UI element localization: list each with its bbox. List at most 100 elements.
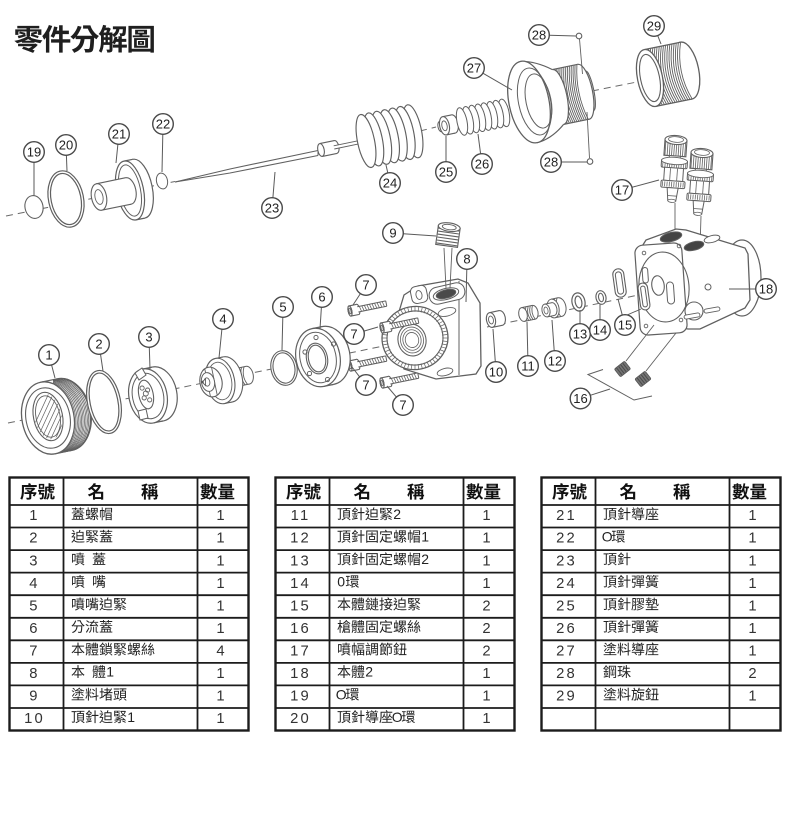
svg-text:1: 1 xyxy=(748,531,756,547)
svg-text:2: 2 xyxy=(393,506,401,522)
svg-text:22: 22 xyxy=(156,117,170,132)
svg-text:7: 7 xyxy=(362,378,369,393)
svg-text:4: 4 xyxy=(216,644,224,660)
svg-text:1: 1 xyxy=(748,598,756,614)
svg-text:1: 1 xyxy=(748,553,756,569)
svg-text:12: 12 xyxy=(548,354,562,369)
svg-text:1: 1 xyxy=(216,598,224,614)
svg-text:13: 13 xyxy=(573,327,587,342)
svg-text:14: 14 xyxy=(290,576,311,592)
svg-text:1: 1 xyxy=(216,711,224,727)
svg-text:14: 14 xyxy=(593,323,607,338)
svg-text:2: 2 xyxy=(29,531,39,547)
svg-text:1: 1 xyxy=(127,709,135,725)
svg-text:8: 8 xyxy=(29,666,39,682)
svg-text:23: 23 xyxy=(265,201,279,216)
svg-text:1: 1 xyxy=(482,711,490,727)
svg-text:11: 11 xyxy=(291,508,311,524)
svg-text:18: 18 xyxy=(290,666,311,682)
svg-text:3: 3 xyxy=(145,330,152,345)
svg-text:25: 25 xyxy=(556,598,577,614)
svg-text:28: 28 xyxy=(532,28,546,43)
svg-text:16: 16 xyxy=(573,391,587,406)
svg-text:9: 9 xyxy=(29,689,39,705)
svg-text:9: 9 xyxy=(389,226,396,241)
svg-text:2: 2 xyxy=(482,621,490,637)
svg-text:2: 2 xyxy=(95,337,102,352)
svg-text:18: 18 xyxy=(759,282,773,297)
svg-text:29: 29 xyxy=(556,689,577,705)
svg-text:19: 19 xyxy=(27,145,41,160)
svg-text:1: 1 xyxy=(482,666,490,682)
svg-text:O: O xyxy=(602,528,613,544)
svg-text:6: 6 xyxy=(318,290,325,305)
svg-text:27: 27 xyxy=(467,61,481,76)
svg-text:15: 15 xyxy=(290,598,311,614)
svg-text:20: 20 xyxy=(59,138,73,153)
svg-text:1: 1 xyxy=(216,621,224,637)
svg-text:3: 3 xyxy=(29,553,39,569)
svg-text:1: 1 xyxy=(748,644,756,660)
svg-text:7: 7 xyxy=(399,398,406,413)
svg-text:2: 2 xyxy=(482,644,490,660)
svg-text:1: 1 xyxy=(482,531,490,547)
svg-text:5: 5 xyxy=(29,598,39,614)
svg-text:1: 1 xyxy=(482,508,490,524)
svg-text:2: 2 xyxy=(365,664,373,680)
svg-text:20: 20 xyxy=(290,711,311,727)
svg-text:24: 24 xyxy=(556,576,577,592)
svg-text:8: 8 xyxy=(463,252,470,267)
svg-text:1: 1 xyxy=(748,576,756,592)
svg-text:7: 7 xyxy=(29,644,39,660)
svg-text:4: 4 xyxy=(29,576,39,592)
svg-text:1: 1 xyxy=(482,576,490,592)
svg-text:1: 1 xyxy=(421,528,429,544)
svg-text:1: 1 xyxy=(216,508,224,524)
svg-text:1: 1 xyxy=(482,553,490,569)
svg-text:1: 1 xyxy=(748,689,756,705)
svg-text:22: 22 xyxy=(556,531,577,547)
svg-text:2: 2 xyxy=(748,666,756,682)
svg-text:15: 15 xyxy=(618,318,632,333)
svg-text:10: 10 xyxy=(24,711,45,727)
svg-text:1: 1 xyxy=(216,666,224,682)
svg-text:16: 16 xyxy=(290,621,311,637)
svg-text:5: 5 xyxy=(279,300,286,315)
svg-text:11: 11 xyxy=(521,359,535,374)
svg-text:24: 24 xyxy=(383,176,397,191)
svg-text:1: 1 xyxy=(216,553,224,569)
svg-text:1: 1 xyxy=(482,689,490,705)
svg-text:7: 7 xyxy=(362,278,369,293)
svg-text:23: 23 xyxy=(556,553,577,569)
svg-text:12: 12 xyxy=(290,531,311,547)
svg-text:4: 4 xyxy=(219,312,226,327)
svg-text:25: 25 xyxy=(439,165,453,180)
svg-text:26: 26 xyxy=(556,621,577,637)
svg-text:O: O xyxy=(392,709,403,725)
svg-text:21: 21 xyxy=(112,127,126,142)
svg-text:28: 28 xyxy=(556,666,577,682)
svg-text:1: 1 xyxy=(29,508,39,524)
svg-text:29: 29 xyxy=(647,19,661,34)
svg-text:1: 1 xyxy=(748,508,756,524)
svg-text:1: 1 xyxy=(748,621,756,637)
svg-text:17: 17 xyxy=(615,183,629,198)
svg-text:21: 21 xyxy=(556,508,577,524)
svg-text:2: 2 xyxy=(421,551,429,567)
svg-text:O: O xyxy=(336,686,347,702)
svg-text:1: 1 xyxy=(45,348,52,363)
svg-text:0: 0 xyxy=(337,574,345,590)
svg-text:1: 1 xyxy=(216,531,224,547)
svg-text:28: 28 xyxy=(544,155,558,170)
svg-text:1: 1 xyxy=(216,689,224,705)
svg-text:13: 13 xyxy=(290,553,311,569)
svg-text:26: 26 xyxy=(475,157,489,172)
svg-text:1: 1 xyxy=(216,576,224,592)
svg-text:17: 17 xyxy=(290,644,311,660)
svg-text:10: 10 xyxy=(489,365,503,380)
svg-text:6: 6 xyxy=(29,621,39,637)
svg-text:1: 1 xyxy=(106,664,114,680)
svg-text:19: 19 xyxy=(290,689,311,705)
svg-text:27: 27 xyxy=(556,644,577,660)
svg-text:2: 2 xyxy=(482,598,490,614)
